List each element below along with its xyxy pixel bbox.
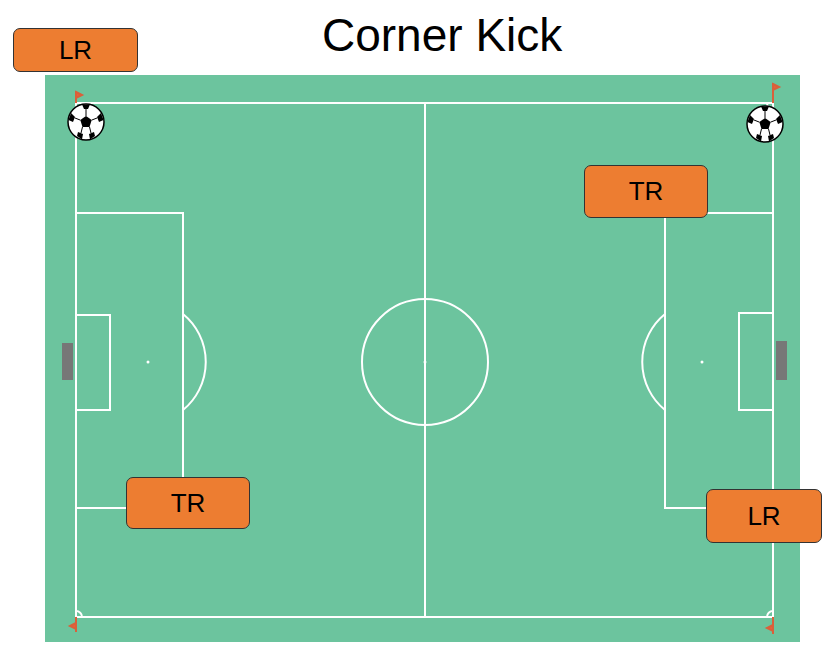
soccer-ball (68, 104, 104, 140)
grass (45, 75, 800, 642)
field-lines (76, 103, 773, 617)
title: Corner Kick (322, 8, 562, 62)
player-role-box: LR (706, 489, 822, 543)
goal (776, 341, 787, 380)
role-label: TR (171, 488, 206, 519)
player-role-box: TR (584, 165, 708, 218)
goal (62, 343, 73, 380)
soccer-ball (747, 106, 783, 142)
corner-flags (70, 84, 779, 634)
player-role-box: LR (13, 28, 138, 72)
role-label: TR (629, 176, 664, 207)
player-role-box: TR (126, 477, 250, 529)
role-label: LR (747, 501, 780, 532)
role-label: LR (59, 35, 92, 66)
